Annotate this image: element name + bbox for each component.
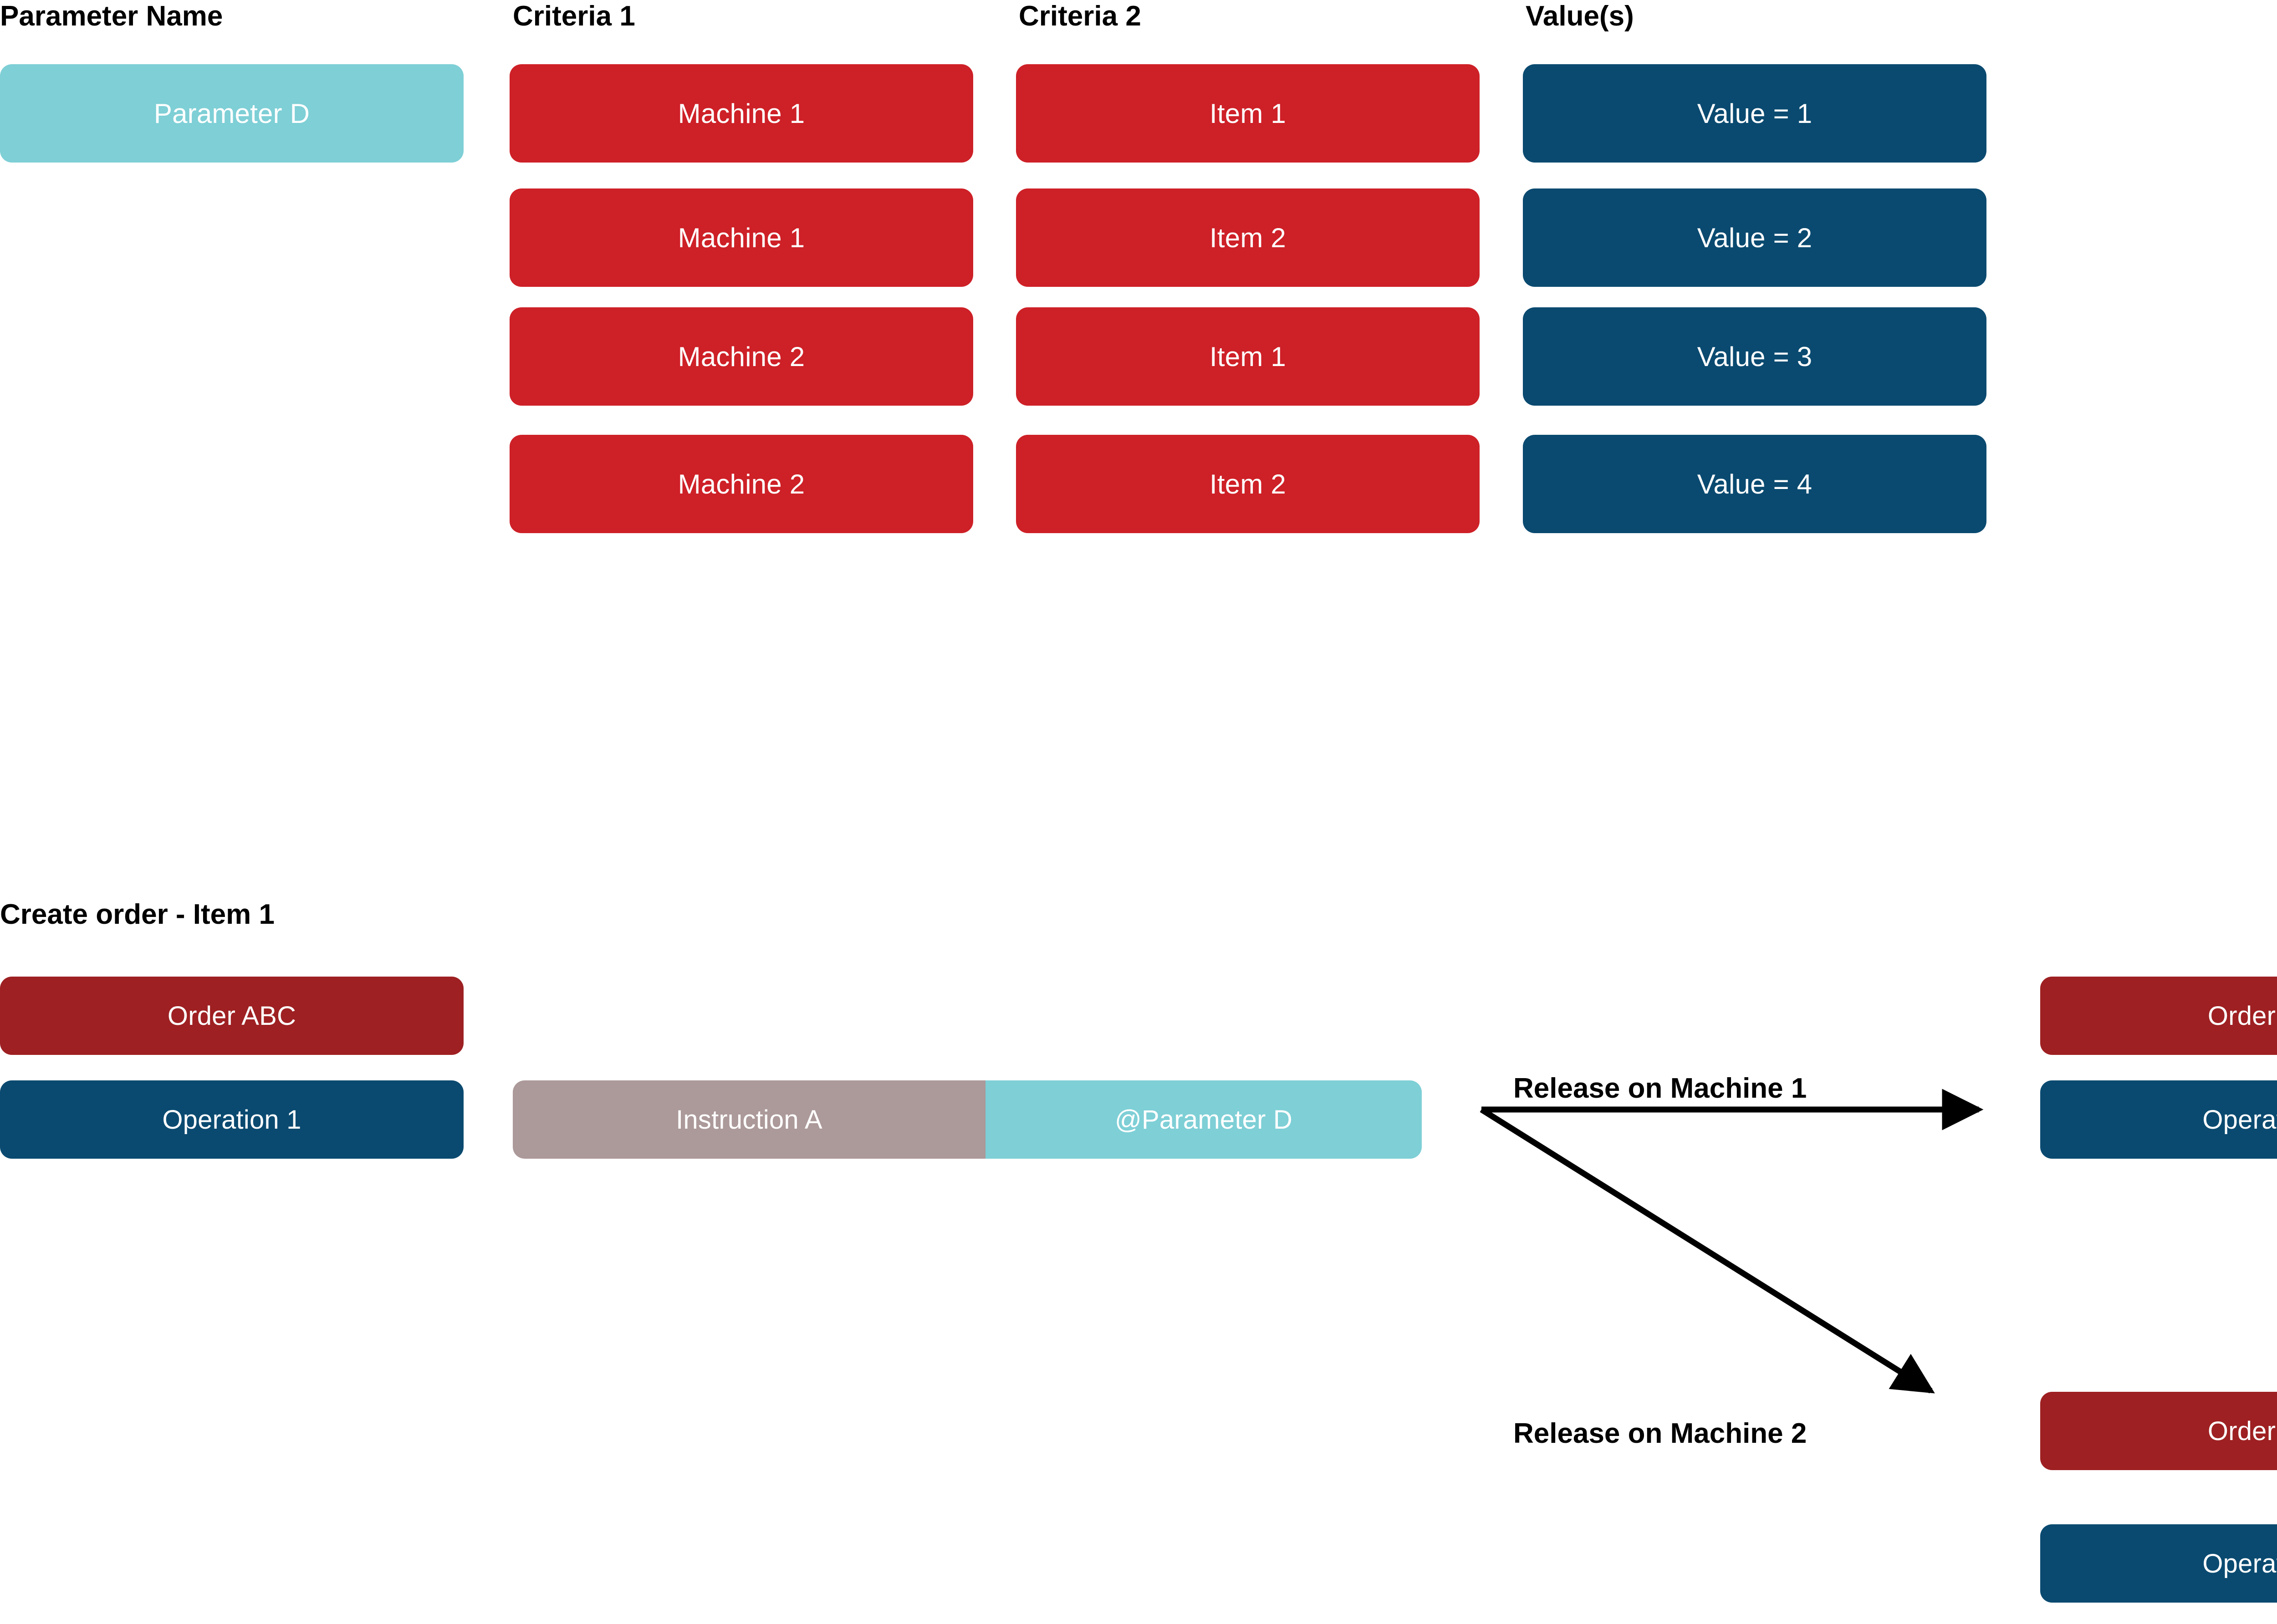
- order-section-title: Create order - Item 1: [0, 899, 275, 930]
- source-instruction-box[interactable]: Instruction A: [513, 1080, 985, 1159]
- transition-label-machine-2: Release on Machine 2: [1513, 1418, 1807, 1449]
- parameter-name-box[interactable]: Parameter D: [0, 64, 464, 163]
- result-order-box[interactable]: Order ABC: [2040, 1392, 2277, 1470]
- source-operation-box[interactable]: Operation 1: [0, 1080, 464, 1159]
- column-header-criteria-1: Criteria 1: [513, 0, 635, 32]
- result-order-box[interactable]: Order ABC: [2040, 977, 2277, 1055]
- criteria-1-cell[interactable]: Machine 2: [510, 435, 973, 533]
- column-header-values: Value(s): [1526, 0, 1634, 32]
- value-cell[interactable]: Value = 3: [1523, 307, 1986, 406]
- source-parameter-ref-box[interactable]: @Parameter D: [985, 1080, 1422, 1159]
- criteria-1-cell[interactable]: Machine 1: [510, 188, 973, 287]
- criteria-1-cell[interactable]: Machine 1: [510, 64, 973, 163]
- result-operation-box[interactable]: Operation 1: [2040, 1524, 2277, 1603]
- column-header-criteria-2: Criteria 2: [1019, 0, 1141, 32]
- column-header-parameter-name: Parameter Name: [0, 0, 223, 32]
- criteria-2-cell[interactable]: Item 1: [1016, 307, 1480, 406]
- criteria-2-cell[interactable]: Item 2: [1016, 188, 1480, 287]
- arrow-to-machine-2: [1480, 1107, 1935, 1394]
- source-order-box[interactable]: Order ABC: [0, 977, 464, 1055]
- value-cell[interactable]: Value = 1: [1523, 64, 1986, 163]
- result-operation-box[interactable]: Operation 1: [2040, 1080, 2277, 1159]
- transition-label-machine-1: Release on Machine 1: [1513, 1073, 1807, 1104]
- criteria-2-cell[interactable]: Item 1: [1016, 64, 1480, 163]
- value-cell[interactable]: Value = 4: [1523, 435, 1986, 533]
- criteria-1-cell[interactable]: Machine 2: [510, 307, 973, 406]
- criteria-2-cell[interactable]: Item 2: [1016, 435, 1480, 533]
- value-cell[interactable]: Value = 2: [1523, 188, 1986, 287]
